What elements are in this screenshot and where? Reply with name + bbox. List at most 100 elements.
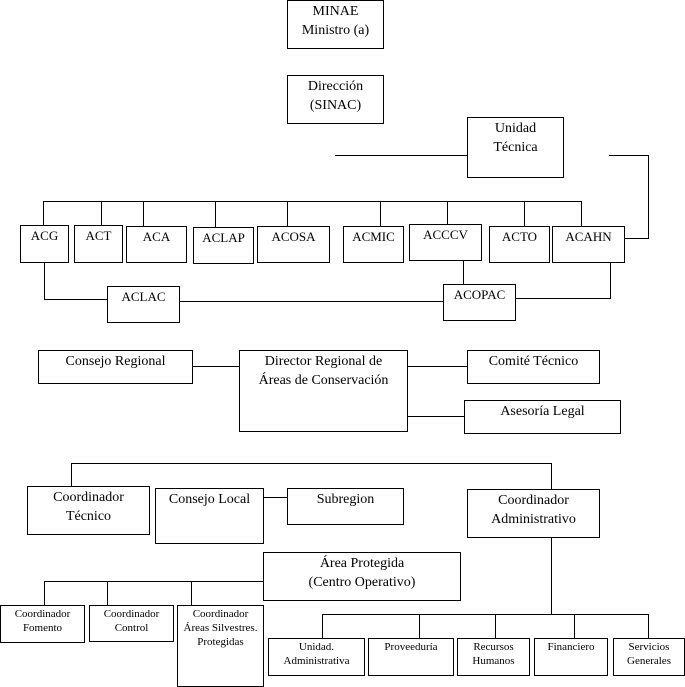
director-regional-label: Director Regional de Áreas de Conservaci… bbox=[258, 354, 389, 388]
connector-line bbox=[43, 201, 44, 227]
area-aclac: ACLAC bbox=[107, 286, 180, 323]
coordinador-tecnico-label: Coordinador Técnico bbox=[53, 490, 124, 524]
coordinador-administrativo-label: Coordinador Administrativo bbox=[491, 493, 576, 527]
connector-line bbox=[322, 614, 649, 615]
connector-line bbox=[71, 463, 72, 487]
financiero-box: Financiero bbox=[534, 638, 608, 676]
connector-line bbox=[551, 537, 552, 614]
area-label: ACTO bbox=[501, 229, 538, 244]
admin-unit-label: Servicios Generales bbox=[627, 641, 671, 667]
coordinador-fomento-box: Coordinador Fomento bbox=[0, 605, 85, 643]
coordinador-control-box: Coordinador Control bbox=[89, 605, 174, 642]
area-label: ACA bbox=[142, 229, 171, 244]
connector-line bbox=[44, 262, 45, 300]
connector-line bbox=[215, 201, 216, 229]
connector-line bbox=[44, 299, 108, 300]
unidad-administrativa-box: Unidad. Administrativa bbox=[268, 638, 365, 676]
consejo-regional-label: Consejo Regional bbox=[65, 354, 166, 369]
area-protegida-label: Área Protegida (Centro Operativo) bbox=[308, 556, 416, 590]
area-acg: ACG bbox=[20, 225, 69, 263]
connector-line bbox=[574, 614, 575, 638]
area-label: ACG bbox=[30, 228, 59, 243]
connector-line bbox=[287, 201, 288, 228]
coordinador-administrativo-box: Coordinador Administrativo bbox=[467, 489, 600, 538]
connector-line bbox=[43, 201, 582, 202]
area-acosa: ACOSA bbox=[257, 226, 330, 263]
proveeduria-box: Proveeduría bbox=[368, 638, 454, 676]
connector-line bbox=[407, 416, 465, 417]
consejo-regional-box: Consejo Regional bbox=[38, 350, 193, 384]
area-label: ACOPAC bbox=[453, 287, 506, 302]
recursos-humanos-box: Recursos Humanos bbox=[457, 638, 530, 676]
director-regional-box: Director Regional de Áreas de Conservaci… bbox=[239, 350, 408, 432]
coordinador-label: Coordinador Control bbox=[103, 608, 160, 634]
area-aca: ACA bbox=[126, 226, 187, 263]
area-protegida-box: Área Protegida (Centro Operativo) bbox=[263, 552, 461, 601]
direccion-label: Dirección (SINAC) bbox=[307, 79, 364, 113]
area-acopac: ACOPAC bbox=[443, 284, 516, 321]
connector-line bbox=[648, 155, 649, 239]
comite-tecnico-box: Comité Técnico bbox=[467, 350, 600, 384]
area-label: ACOSA bbox=[271, 229, 316, 244]
consejo-local-box: Consejo Local bbox=[155, 488, 264, 544]
admin-unit-label: Proveeduría bbox=[384, 641, 438, 653]
servicios-generales-box: Servicios Generales bbox=[613, 638, 685, 676]
connector-line bbox=[322, 614, 323, 638]
connector-line bbox=[44, 581, 45, 605]
connector-line bbox=[581, 201, 582, 227]
minae-label: MINAE Ministro (a) bbox=[301, 4, 370, 38]
area-label: ACT bbox=[85, 228, 112, 243]
coordinador-label: Coordinador Áreas Silvestres. Protegidas bbox=[183, 608, 258, 648]
connector-line bbox=[44, 581, 264, 582]
area-act: ACT bbox=[74, 225, 123, 263]
subregion-label: Subregion bbox=[316, 492, 375, 507]
area-label: ACLAC bbox=[121, 289, 166, 304]
coordinador-label: Coordinador Fomento bbox=[14, 608, 71, 634]
connector-line bbox=[179, 301, 444, 302]
connector-line bbox=[192, 366, 240, 367]
coordinador-asp-box: Coordinador Áreas Silvestres. Protegidas bbox=[177, 605, 264, 687]
coordinador-tecnico-box: Coordinador Técnico bbox=[27, 486, 150, 535]
direccion-box: Dirección (SINAC) bbox=[287, 75, 384, 124]
connector-line bbox=[107, 581, 108, 605]
connector-line bbox=[609, 155, 649, 156]
connector-line bbox=[143, 201, 144, 228]
admin-unit-label: Financiero bbox=[547, 641, 595, 653]
unidad-tecnica-label: Unidad Técnica bbox=[493, 121, 538, 155]
unidad-tecnica-box: Unidad Técnica bbox=[467, 117, 564, 178]
asesoria-legal-label: Asesoría Legal bbox=[500, 404, 585, 419]
comite-tecnico-label: Comité Técnico bbox=[488, 354, 579, 369]
connector-line bbox=[551, 463, 552, 489]
connector-line bbox=[648, 614, 649, 638]
connector-line bbox=[447, 201, 448, 225]
area-label: ACLAP bbox=[202, 230, 245, 245]
connector-line bbox=[419, 614, 420, 638]
connector-line bbox=[191, 581, 192, 605]
connector-line bbox=[624, 238, 649, 239]
consejo-local-label: Consejo Local bbox=[168, 492, 251, 507]
connector-line bbox=[407, 366, 468, 367]
connector-line bbox=[263, 497, 289, 498]
connector-line bbox=[335, 155, 468, 156]
connector-line bbox=[463, 260, 464, 284]
connector-line bbox=[495, 614, 496, 638]
connector-line bbox=[516, 298, 611, 299]
connector-line bbox=[380, 201, 381, 227]
area-label: ACAHN bbox=[565, 229, 612, 244]
area-acccv: ACCCV bbox=[409, 224, 482, 261]
admin-unit-label: Unidad. Administrativa bbox=[283, 641, 350, 667]
minae-box: MINAE Ministro (a) bbox=[287, 0, 384, 49]
connector-line bbox=[524, 201, 525, 227]
connector-line bbox=[101, 201, 102, 227]
connector-line bbox=[71, 463, 552, 464]
area-acmic: ACMIC bbox=[343, 226, 404, 263]
area-label: ACCCV bbox=[423, 227, 468, 242]
connector-line bbox=[610, 262, 611, 299]
subregion-box: Subregion bbox=[287, 488, 404, 525]
admin-unit-label: Recursos Humanos bbox=[472, 641, 515, 667]
asesoria-legal-box: Asesoría Legal bbox=[464, 400, 621, 434]
area-label: ACMIC bbox=[352, 229, 395, 244]
area-aclap: ACLAP bbox=[193, 227, 254, 264]
area-acahn: ACAHN bbox=[552, 226, 625, 263]
area-acto: ACTO bbox=[489, 226, 550, 263]
